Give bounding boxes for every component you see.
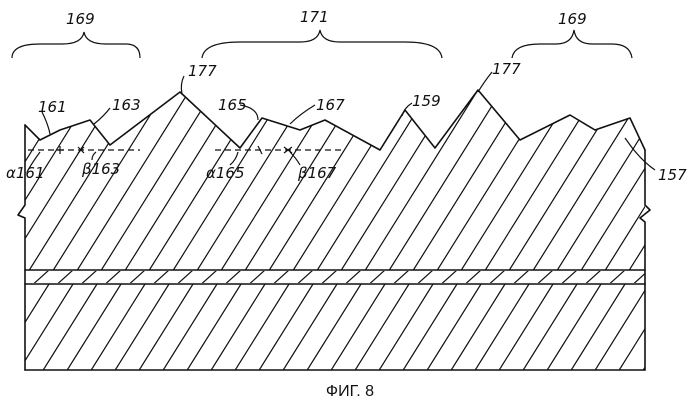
hatch-line (43, 284, 97, 370)
angle-a161-label: α161 (6, 164, 45, 182)
hatch-line (297, 270, 313, 284)
peak-left-label: 177 (188, 62, 217, 80)
hatch-line (393, 270, 409, 284)
hatch-line (139, 284, 193, 370)
leader-167 (290, 105, 315, 124)
lower-body-hatching (0, 284, 697, 370)
hatch-line (643, 284, 697, 370)
hatch-line (537, 270, 553, 284)
hatch-line (461, 85, 577, 270)
hatch-line (437, 85, 553, 270)
hatch-line (115, 284, 169, 370)
hatch-line (91, 284, 145, 370)
ref-163-label: 163 (112, 96, 141, 114)
hatch-line (345, 270, 361, 284)
hatch-line (33, 270, 49, 284)
right-edge (640, 150, 650, 370)
hatch-line (557, 85, 673, 270)
left-edge (18, 125, 25, 370)
ref-157-label: 157 (658, 166, 687, 184)
hatch-line (307, 284, 361, 370)
hatch-line (129, 270, 145, 284)
hatch-line (633, 270, 649, 284)
brace-middle (202, 30, 442, 58)
hatch-line (235, 284, 289, 370)
hatch-line (499, 284, 553, 370)
leader-163 (94, 108, 110, 124)
ref-161-label: 161 (38, 98, 67, 116)
peak-right-label: 177 (492, 60, 521, 78)
hatch-line (533, 85, 649, 270)
hatch-line (523, 284, 577, 370)
hatch-line (595, 284, 649, 370)
hatch-line (153, 270, 169, 284)
band-hatching (9, 270, 673, 284)
hatch-line (9, 270, 25, 284)
hatch-line (341, 85, 457, 270)
hatch-line (571, 284, 625, 370)
hatch-line (441, 270, 457, 284)
hatch-line (657, 270, 673, 284)
angle-a165-label: α165 (206, 164, 245, 182)
hatch-line (67, 284, 121, 370)
hatch-line (465, 270, 481, 284)
hatch-line (321, 270, 337, 284)
hatch-line (163, 284, 217, 370)
hatch-line (485, 85, 601, 270)
hatch-line (413, 85, 529, 270)
hatch-line (201, 270, 217, 284)
hatch-line (355, 284, 409, 370)
hatch-line (365, 85, 481, 270)
hatch-line (509, 85, 625, 270)
hatch-line (427, 284, 481, 370)
brace-left (12, 32, 140, 58)
hatch-line (585, 270, 601, 284)
figure-caption: ФИГ. 8 (326, 383, 374, 400)
ref-165-label: 165 (218, 96, 247, 114)
hatch-line (105, 270, 121, 284)
hatch-line (283, 284, 337, 370)
hatch-line (331, 284, 385, 370)
leader-177-right (478, 72, 492, 92)
hatch-line (187, 284, 241, 370)
hatch-line (81, 270, 97, 284)
hatch-line (513, 270, 529, 284)
hatch-line (489, 270, 505, 284)
leader-159 (402, 103, 412, 116)
hatch-line (273, 270, 289, 284)
hatch-line (0, 284, 25, 370)
hatch-line (225, 270, 241, 284)
hatch-line (451, 284, 505, 370)
brace-right-label: 169 (558, 10, 587, 28)
brace-middle-label: 171 (300, 8, 329, 26)
hatch-line (259, 284, 313, 370)
hatch-line (379, 284, 433, 370)
ref-167-label: 167 (316, 96, 345, 114)
hatch-line (403, 284, 457, 370)
brace-right (512, 30, 632, 58)
hatch-line (547, 284, 601, 370)
hatch-line (211, 284, 265, 370)
hatch-line (561, 270, 577, 284)
ref-159-label: 159 (412, 92, 441, 110)
angle-arrow-161 (56, 146, 64, 154)
hatch-line (619, 284, 673, 370)
leader-b163 (92, 152, 96, 160)
hatch-line (417, 270, 433, 284)
hatch-line (475, 284, 529, 370)
brace-left-label: 169 (66, 10, 95, 28)
angle-b167-label: β167 (297, 164, 337, 182)
hatch-line (369, 270, 385, 284)
hatch-line (19, 284, 73, 370)
angle-b163-label: β163 (81, 160, 120, 178)
hatch-line (249, 270, 265, 284)
leader-177-left (181, 76, 184, 94)
hatch-line (609, 270, 625, 284)
hatch-line (177, 270, 193, 284)
hatch-line (57, 270, 73, 284)
